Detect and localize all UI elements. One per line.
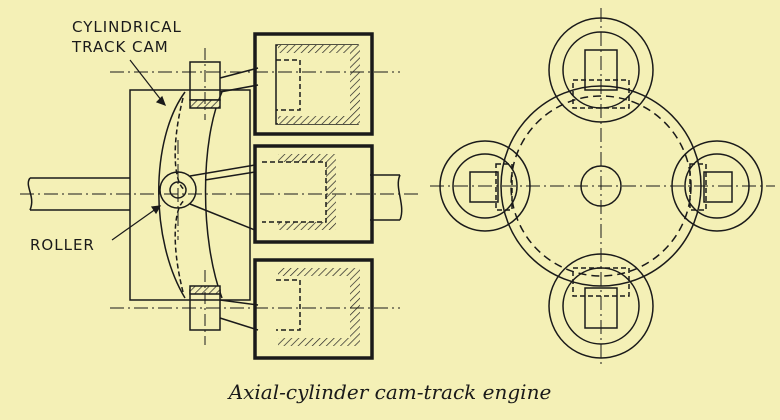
drive-shaft [27,174,403,221]
leader-lines [111,59,167,241]
connecting-rods [189,164,256,231]
lower-pin-block [189,270,259,345]
end-view [430,8,775,366]
cylinder-bottom [253,258,374,360]
roller-label: ROLLER [30,236,95,254]
cam-label-line1: CYLINDRICAL [72,18,182,36]
cam-track [158,91,223,299]
figure-caption: Axial-cylinder cam-track engine [228,380,552,404]
cylinder-top [253,32,374,136]
end-center-lines [430,8,775,366]
cam-label-line2: TRACK CAM [72,38,169,56]
side-view [20,32,420,360]
upper-pin-block [189,48,259,120]
side-center-lines [20,71,420,309]
cam-drum [129,89,251,301]
